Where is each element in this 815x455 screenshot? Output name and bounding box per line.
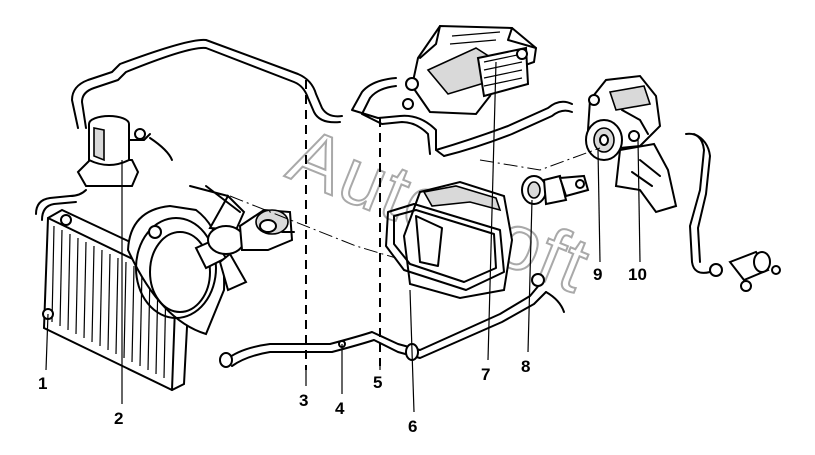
- centerline-axis: [229, 195, 397, 259]
- callout-9: 9: [593, 265, 602, 284]
- receiver-drier: [76, 115, 173, 187]
- evaporator-housing: [402, 24, 538, 116]
- drier-outlet-pipe: [35, 189, 87, 221]
- callout-6: 6: [408, 417, 417, 436]
- callout-5: 5: [373, 373, 382, 392]
- pressure-switch: [709, 250, 781, 292]
- lower-liquid-line: [219, 273, 565, 368]
- evaporator-pipe-right: [435, 100, 573, 157]
- callout-7: 7: [481, 365, 490, 384]
- centerline-axis-2: [479, 147, 601, 171]
- compressor-hose: [685, 132, 711, 274]
- callout-1: 1: [38, 374, 47, 393]
- compressor: [585, 74, 678, 214]
- callout-leaders: [45, 61, 641, 413]
- callout-8: 8: [521, 357, 530, 376]
- callout-3: 3: [299, 391, 308, 410]
- callout-2: 2: [114, 409, 123, 428]
- callout-4: 4: [335, 399, 345, 418]
- condenser-fan-assembly: [126, 185, 295, 336]
- callout-10: 10: [628, 265, 647, 284]
- expansion-valve: [521, 174, 590, 206]
- seal-gasket-frame: [385, 180, 514, 300]
- evaporator-pipe-left: [351, 77, 445, 157]
- upper-pipe-line: [71, 38, 343, 129]
